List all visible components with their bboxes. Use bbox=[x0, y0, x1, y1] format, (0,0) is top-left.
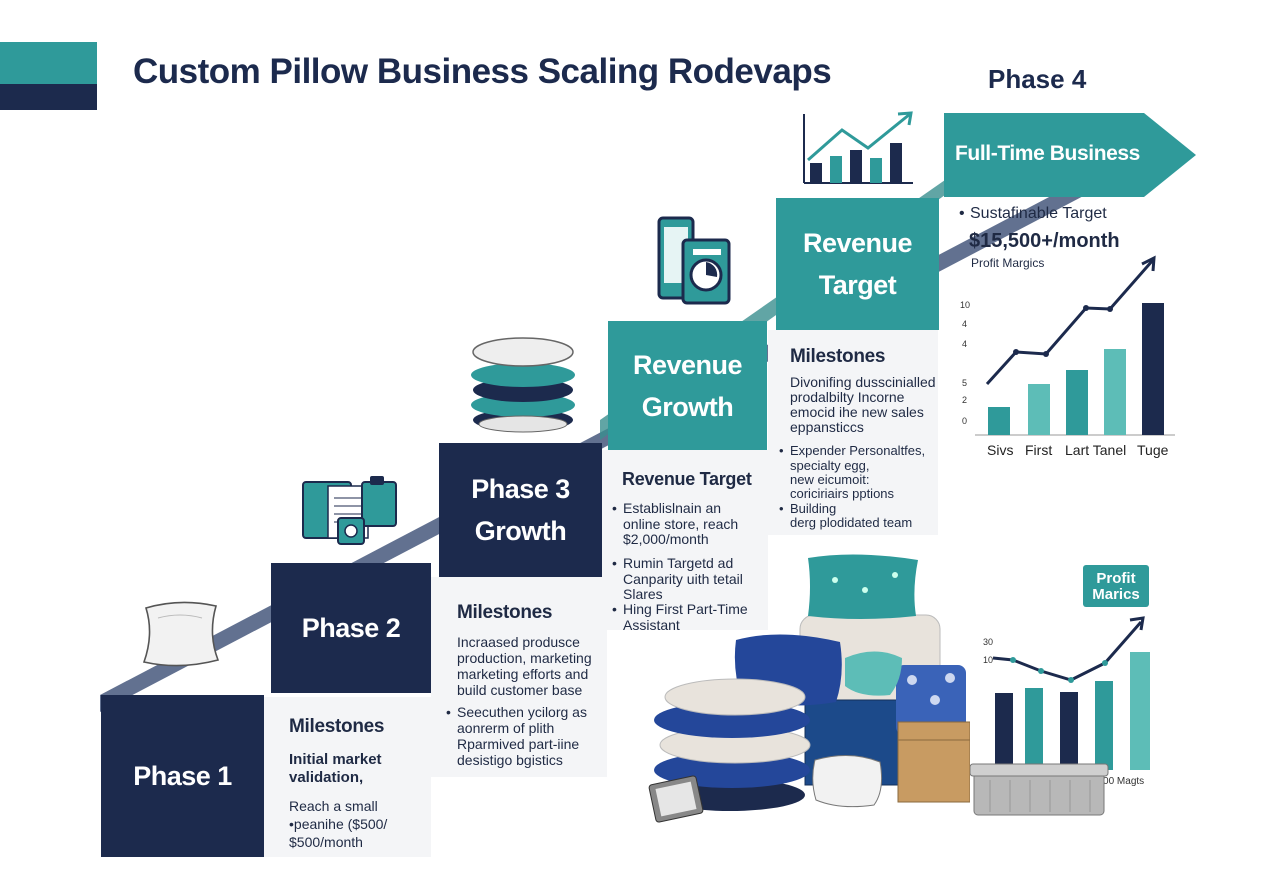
phase3-bullet1-l2: online store, reach bbox=[623, 516, 739, 532]
y-tick: 0 bbox=[962, 416, 967, 426]
y-tick: 5 bbox=[962, 378, 967, 388]
phase1-line1: Initial market bbox=[289, 751, 382, 768]
bar bbox=[1142, 303, 1164, 435]
bar bbox=[1095, 681, 1113, 770]
full-time-arrow bbox=[944, 113, 1196, 197]
header-accent-teal bbox=[0, 42, 97, 84]
phase1-body3: $500/month bbox=[289, 834, 363, 850]
x-label: '2000 Magts bbox=[1090, 776, 1144, 787]
y-tick: 10 bbox=[960, 300, 970, 310]
phase1-panel bbox=[264, 697, 431, 857]
phase3-heading: Revenue Target bbox=[622, 469, 752, 489]
y-tick: 4 bbox=[962, 339, 967, 349]
growth-chart-icon bbox=[803, 111, 913, 184]
y-tick: 10 bbox=[983, 655, 993, 665]
revenue-growth-heading: Milestones bbox=[790, 346, 886, 367]
phase3-bullet3-l2: Assistant bbox=[623, 617, 680, 633]
bar bbox=[1028, 384, 1050, 435]
phase1-heading: Milestones bbox=[289, 716, 385, 737]
revenue-target-block: Revenue Target bbox=[776, 198, 939, 330]
clipboard-icon bbox=[302, 476, 397, 545]
phase1-body2: •peanihe ($500/ bbox=[289, 816, 388, 832]
profit-margins-chart: Profit Marics 30 10 '2000 Magts bbox=[983, 565, 1150, 787]
phase3-bullet1-l3: $2,000/month bbox=[623, 531, 709, 547]
phase2-bullet1-l3: Rparmived part-iine bbox=[457, 736, 580, 752]
revenue-growth-bullet1-l3: new eicumoit: bbox=[790, 472, 870, 487]
phase4-bullet: Sustafinable Target bbox=[959, 205, 1107, 223]
revenue-growth-bullet2-l2: derg plodidated team bbox=[790, 515, 913, 530]
bar bbox=[988, 407, 1010, 435]
y-tick: 2 bbox=[962, 395, 967, 405]
pillow-stack-icon bbox=[471, 337, 575, 433]
trend-line bbox=[992, 621, 1143, 682]
phase2-panel bbox=[431, 577, 607, 777]
profit-badge bbox=[1083, 565, 1149, 607]
phase2-body3: marketing efforts and bbox=[457, 666, 589, 682]
revenue-target-label1: Revenue bbox=[802, 228, 913, 258]
phase2-label: Phase 2 bbox=[301, 612, 401, 643]
revenue-target-label2: Target bbox=[818, 270, 897, 300]
profit-badge-line1: Profit bbox=[1096, 570, 1135, 587]
revenue-growth-block: Revenue Growth bbox=[608, 321, 767, 450]
trend-line bbox=[985, 259, 1155, 386]
phase3-panel bbox=[602, 450, 768, 630]
phase3-bullet1-l1: Establislnain an bbox=[612, 501, 721, 517]
phase3-bullet2-l1: Rumin Targetd ad bbox=[612, 556, 733, 572]
phase2-body4: build customer base bbox=[457, 682, 583, 698]
product-illustration bbox=[648, 554, 970, 823]
phase2-heading: Milestones bbox=[457, 602, 553, 623]
phase3-block: Phase 3 Growth bbox=[439, 443, 602, 577]
phase1-label: Phase 1 bbox=[133, 760, 232, 791]
bar bbox=[1066, 370, 1088, 435]
phase2-block: Phase 2 bbox=[271, 563, 431, 693]
phase3-bullet2-l2: Canparity uith tetail bbox=[623, 571, 743, 587]
trend-arrowhead bbox=[1129, 616, 1145, 631]
phase1-line2: validation, bbox=[289, 769, 364, 786]
revenue-growth-body3: emocid ihe new sales bbox=[790, 404, 924, 420]
page-title: Custom Pillow Business Scaling Rodevaps bbox=[133, 52, 832, 91]
bar bbox=[995, 693, 1013, 770]
bar bbox=[1025, 688, 1043, 770]
revenue-growth-bullet1-l4: coriciriairs pptions bbox=[790, 486, 895, 501]
revenue-growth-bullet1-l1: Expender Personaltfes, bbox=[779, 443, 925, 458]
bar bbox=[1130, 652, 1150, 770]
phase3-label: Phase 3 bbox=[471, 474, 570, 504]
phase2-body1: Incraased produsce bbox=[457, 634, 580, 650]
bar bbox=[1104, 349, 1126, 435]
revenue-growth-body4: eppansticcs bbox=[790, 419, 864, 435]
profit-badge-line2: Marics bbox=[1092, 586, 1140, 603]
revenue-growth-label1: Revenue bbox=[632, 349, 743, 380]
trend-arrowhead bbox=[1141, 255, 1156, 272]
revenue-growth-bullet2-l1: Building bbox=[779, 501, 836, 516]
revenue-growth-body1: Divonifing dusscinialled bbox=[790, 374, 936, 390]
y-tick: 30 bbox=[983, 637, 993, 647]
x-label: Sivs bbox=[987, 442, 1013, 458]
phase1-block: Phase 1 bbox=[101, 695, 264, 857]
revenue-growth-bullet1-l2: specialty egg, bbox=[790, 458, 870, 473]
phase3-bullet2-l3: Slares bbox=[623, 586, 663, 602]
phase2-bullet1-l4: desistigo bgistics bbox=[457, 752, 563, 768]
phase2-bullet1-l1: Seecuthen ycilorg as bbox=[446, 705, 587, 721]
x-label: First bbox=[1025, 442, 1052, 458]
revenue-growth-label2: Growth bbox=[641, 391, 734, 422]
storage-bin bbox=[970, 763, 1109, 816]
phase4-label: Phase 4 bbox=[988, 64, 1087, 94]
y-tick: 4 bbox=[962, 319, 967, 329]
pillow-icon bbox=[142, 601, 220, 667]
bar bbox=[1060, 692, 1078, 770]
x-label: Tuge bbox=[1137, 442, 1169, 458]
phase4-amount: $15,500+/month bbox=[969, 230, 1120, 252]
full-time-arrow-label: Full-Time Business bbox=[955, 142, 1140, 165]
profit-bar-chart: 10 4 4 5 2 0 Sivs First Lart Tanel Tuge bbox=[960, 255, 1175, 458]
phase2-body2: production, marketing bbox=[457, 650, 592, 666]
x-label: Lart Tanel bbox=[1065, 442, 1126, 458]
revenue-growth-body2: prodalbilty Incorne bbox=[790, 389, 905, 405]
phase3-bullet3-l1: Hing First Part-Time bbox=[612, 602, 748, 618]
phase1-body1: Reach a small bbox=[289, 798, 378, 814]
phase3-sublabel: Growth bbox=[474, 516, 567, 546]
phase2-bullet1-l2: aonrerm of plith bbox=[457, 720, 555, 736]
phase4-sub: Profit Margics bbox=[971, 256, 1045, 270]
phone-icon bbox=[657, 216, 731, 305]
header-accent-navy bbox=[0, 84, 97, 110]
